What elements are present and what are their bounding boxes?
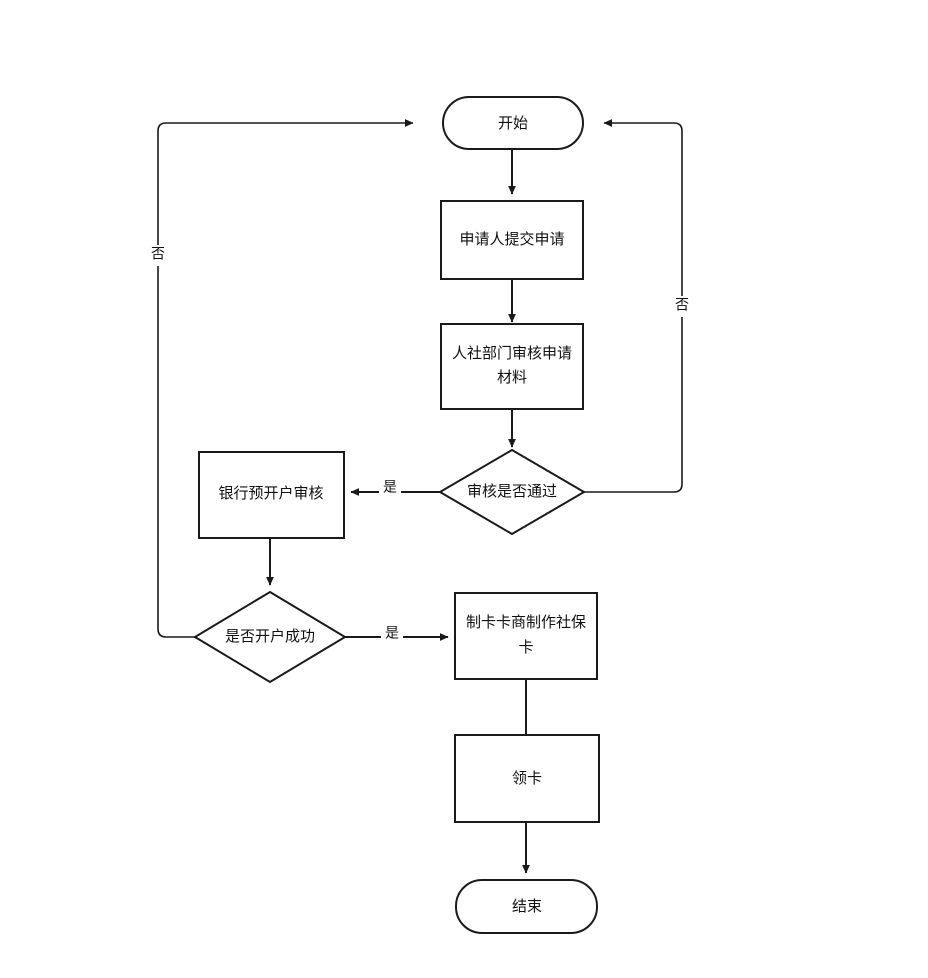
node-getcard-label: 领卡 <box>512 770 542 787</box>
node-end-shape[interactable] <box>455 879 598 934</box>
node-decision1-label: 审核是否通过 <box>467 483 557 500</box>
node-decision2-shape[interactable] <box>193 590 347 684</box>
node-review-label-line2: 材料 <box>497 369 527 386</box>
node-submit-label: 申请人提交申请 <box>459 230 564 248</box>
node-start-label: 开始 <box>498 115 528 132</box>
edge-label-no-from-account: 否 <box>151 246 165 262</box>
node-makecard-label-line1: 制卡卡商制作社保 <box>466 614 586 631</box>
edge-label-no-review-backing <box>671 296 693 317</box>
node-getcard-shape[interactable] <box>454 734 600 823</box>
edge-label-no-account-backing <box>147 245 169 266</box>
edge-label-no-from-review: 否 <box>675 297 689 313</box>
node-bankopen-label: 银行预开户审核 <box>218 485 323 502</box>
edge-decision1-no-to-start <box>584 119 683 493</box>
node-bankopen-shape[interactable] <box>198 451 345 539</box>
node-decision1-shape[interactable] <box>438 448 586 536</box>
node-review-label-line1: 人社部门审核申请 <box>452 345 572 362</box>
node-end-label: 结束 <box>512 898 542 915</box>
node-submit-shape[interactable] <box>440 200 584 280</box>
edge-decision2-no-to-start <box>157 119 414 638</box>
node-start-shape[interactable] <box>442 96 584 150</box>
node-decision2-label: 是否开户成功 <box>225 628 315 645</box>
edge-label-yes-to-bank: 是 <box>383 479 397 495</box>
node-makecard-label-line2: 卡 <box>518 639 533 656</box>
node-review-shape[interactable] <box>440 323 584 410</box>
edge-label-yes-bank-backing <box>379 478 401 498</box>
edge-label-yes-makecard-backing <box>381 624 403 644</box>
node-makecard-shape[interactable] <box>454 592 598 680</box>
edge-label-yes-to-makecard: 是 <box>385 625 399 641</box>
